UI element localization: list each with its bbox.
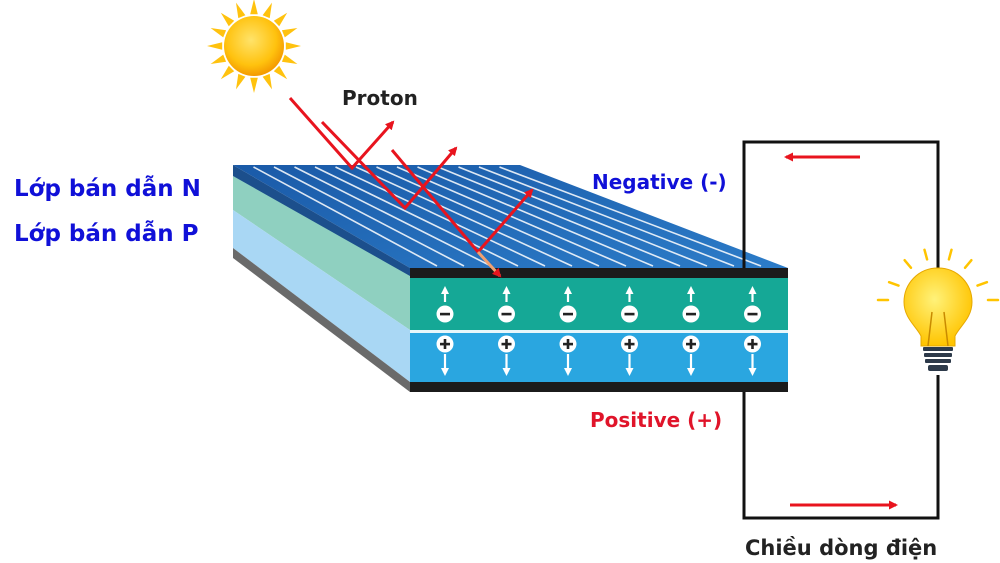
n-layer-side	[233, 176, 410, 330]
sun-icon	[207, 0, 301, 93]
hole-charge	[621, 335, 638, 376]
hole-charge	[559, 335, 577, 376]
positive-label: Positive (+)	[590, 408, 722, 432]
photon-ray-absorbed	[476, 250, 502, 278]
hole-charge	[436, 335, 454, 376]
solar-panel	[233, 165, 788, 392]
front-top-dark-strip	[410, 268, 788, 278]
electron-charge	[682, 286, 700, 323]
wire-negative	[742, 140, 940, 268]
negative-label: Negative (-)	[592, 170, 727, 194]
photon-ray-2	[320, 120, 458, 211]
front-bottom-dark-strip	[410, 382, 788, 392]
electron-charge	[436, 286, 454, 323]
photon-ray-1	[288, 97, 395, 171]
electron-charge	[621, 286, 638, 323]
electron-charge	[559, 286, 577, 323]
external-circuit	[742, 140, 940, 520]
p-layer-front	[410, 333, 788, 382]
proton-label: Proton	[342, 86, 418, 110]
p-layer-label: Lớp bán dẫn P	[14, 220, 199, 247]
p-layer-side	[233, 210, 410, 382]
photon-rays	[288, 97, 534, 278]
hole-charge	[498, 335, 515, 376]
hole-charge	[682, 335, 700, 376]
current-direction-label: Chiều dòng điện	[745, 536, 937, 560]
wire-positive	[742, 375, 940, 520]
electron-charge	[744, 286, 761, 323]
bottom-edge-side	[233, 248, 410, 392]
n-layer-label: Lớp bán dẫn N	[14, 175, 201, 202]
junction-strip	[410, 330, 788, 333]
hole-charge	[744, 335, 761, 376]
current-arrows	[784, 152, 898, 510]
electron-charge	[498, 286, 515, 323]
light-bulb-icon	[876, 248, 1000, 371]
n-layer-front	[410, 278, 788, 330]
